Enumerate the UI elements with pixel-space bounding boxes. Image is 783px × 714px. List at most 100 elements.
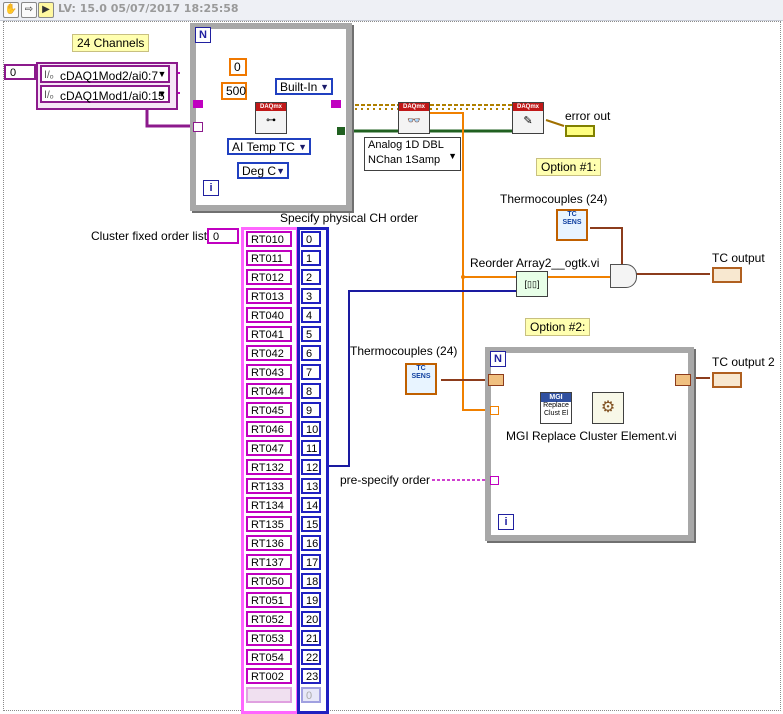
reorder-array-vi[interactable]: [▯▯] (516, 271, 548, 297)
cluster-order-element[interactable]: RT044 (246, 383, 292, 399)
loop-iteration-terminal-2: i (498, 514, 514, 530)
thermocouples-cluster-constant-2[interactable]: TC SENS (405, 363, 437, 395)
cluster-order-element[interactable]: RT136 (246, 535, 292, 551)
physical-order-element[interactable]: 13 (301, 478, 321, 494)
physical-order-element[interactable]: 6 (301, 345, 321, 361)
loop-count-terminal[interactable]: N (195, 27, 211, 43)
physical-order-empty-element[interactable]: 0 (301, 687, 321, 703)
top-for-loop[interactable] (190, 23, 352, 211)
cluster-order-element[interactable]: RT043 (246, 364, 292, 380)
order-wire (323, 290, 516, 467)
physical-order-element[interactable]: 12 (301, 459, 321, 475)
physical-order-element[interactable]: 15 (301, 516, 321, 532)
dropdown-icon[interactable]: ▼ (157, 69, 167, 79)
loop-count-terminal-2[interactable]: N (490, 351, 506, 367)
mgi-replace-cluster-element-vi[interactable]: MGI Replace Clust El (540, 392, 572, 424)
option1-title: Option #1: (536, 158, 602, 176)
cluster-order-element[interactable]: RT047 (246, 440, 292, 456)
physical-order-element[interactable]: 1 (301, 250, 321, 266)
unbundle-bundle-node[interactable] (610, 264, 637, 288)
thermocouples-cluster-constant-1[interactable]: TC SENS (556, 209, 588, 241)
cluster-order-element[interactable]: RT053 (246, 630, 292, 646)
operate-hand-icon[interactable]: ✋ (3, 2, 19, 18)
physical-order-element[interactable]: 23 (301, 668, 321, 684)
highlight-bulb-icon[interactable]: ▶ (38, 2, 54, 18)
read-mode-selector[interactable]: Analog 1D DBL NChan 1Samp ▼ (364, 137, 461, 171)
dropdown-icon[interactable]: ▼ (157, 89, 167, 99)
cluster-order-element[interactable]: RT011 (246, 250, 292, 266)
channel-control-1[interactable]: Ⅰ/ₒ cDAQ1Mod2/ai0:7 ▼ (40, 65, 170, 83)
physical-order-element[interactable]: 3 (301, 288, 321, 304)
shift-register-right[interactable] (331, 100, 341, 108)
cluster-order-element[interactable]: RT051 (246, 592, 292, 608)
daqmx-read-vi[interactable]: DAQmx 👓 (398, 102, 430, 134)
shift-register-left-2[interactable] (488, 374, 504, 386)
physical-order-element[interactable]: 8 (301, 383, 321, 399)
cluster-order-element[interactable]: RT135 (246, 516, 292, 532)
cluster-order-element[interactable]: RT042 (246, 345, 292, 361)
physical-order-element[interactable]: 17 (301, 554, 321, 570)
cluster-order-element[interactable]: RT013 (246, 288, 292, 304)
physical-order-element[interactable]: 16 (301, 535, 321, 551)
error-out-label: error out (565, 109, 611, 123)
shift-register-right-2[interactable] (675, 374, 691, 386)
physical-order-label: Specify physical CH order (280, 211, 419, 225)
cluster-order-element[interactable]: RT133 (246, 478, 292, 494)
physical-order-element[interactable]: 4 (301, 307, 321, 323)
physical-order-element[interactable]: 5 (301, 326, 321, 342)
max-value-constant[interactable]: 500 (221, 82, 247, 100)
cluster-order-element[interactable]: RT045 (246, 402, 292, 418)
dropdown-icon[interactable]: ▼ (276, 166, 285, 176)
thermocouple-icon: ⊶ (266, 115, 276, 126)
physical-order-element[interactable]: 19 (301, 592, 321, 608)
min-value-constant[interactable]: 0 (229, 58, 247, 76)
physical-order-element[interactable]: 10 (301, 421, 321, 437)
cluster-order-element[interactable]: RT012 (246, 269, 292, 285)
shift-register-left[interactable] (193, 100, 203, 108)
run-arrow-icon[interactable]: ⇨ (21, 2, 37, 18)
tc-output-label: TC output (712, 251, 765, 265)
physical-order-element[interactable]: 21 (301, 630, 321, 646)
daqmx-create-channel-vi[interactable]: DAQmx ⊶ (255, 102, 287, 134)
physical-order-element[interactable]: 2 (301, 269, 321, 285)
cluster-order-element[interactable]: RT134 (246, 497, 292, 513)
tc-output-2-label: TC output 2 (712, 355, 775, 369)
units-ring[interactable]: Deg C▼ (237, 162, 289, 179)
cluster-order-empty-element[interactable] (246, 687, 292, 703)
physical-order-element[interactable]: 0 (301, 231, 321, 247)
physical-order-element[interactable]: 14 (301, 497, 321, 513)
measurement-type-ring[interactable]: AI Temp TC▼ (227, 138, 311, 155)
cluster-gear-icon: ⚙ (600, 399, 616, 416)
cluster-order-element[interactable]: RT002 (246, 668, 292, 684)
tc1-cluster-wire (590, 227, 623, 265)
cluster-order-element[interactable]: RT046 (246, 421, 292, 437)
cjc-source-ring[interactable]: Built-In▼ (275, 78, 333, 95)
prespecify-order-label: pre-specify order (340, 473, 431, 487)
cluster-order-element[interactable]: RT010 (246, 231, 292, 247)
dropdown-icon[interactable]: ▼ (448, 151, 457, 161)
bottom-for-loop[interactable] (485, 347, 694, 541)
channel-control-2[interactable]: Ⅰ/ₒ cDAQ1Mod1/ai0:15 ▼ (40, 85, 170, 103)
wire-junction-dot (461, 275, 465, 279)
physical-order-element[interactable]: 22 (301, 649, 321, 665)
dropdown-icon[interactable]: ▼ (320, 82, 329, 92)
physical-order-element[interactable]: 18 (301, 573, 321, 589)
physical-order-element[interactable]: 20 (301, 611, 321, 627)
option2-title: Option #2: (525, 318, 591, 336)
cluster-list-index[interactable]: 0 (207, 228, 239, 244)
cluster-order-element[interactable]: RT041 (246, 326, 292, 342)
physical-order-element[interactable]: 11 (301, 440, 321, 456)
cluster-order-element[interactable]: RT052 (246, 611, 292, 627)
cluster-order-element[interactable]: RT050 (246, 573, 292, 589)
cluster-order-element[interactable]: RT137 (246, 554, 292, 570)
physical-order-element[interactable]: 7 (301, 364, 321, 380)
dropdown-icon[interactable]: ▼ (298, 142, 307, 152)
bundle-array-vi[interactable]: ⚙ (592, 392, 624, 424)
cluster-order-element[interactable]: RT054 (246, 649, 292, 665)
physical-order-element[interactable]: 9 (301, 402, 321, 418)
daqmx-clear-task-vi[interactable]: DAQmx ✎ (512, 102, 544, 134)
cluster-order-element[interactable]: RT132 (246, 459, 292, 475)
cluster-order-element[interactable]: RT040 (246, 307, 292, 323)
io-icon: Ⅰ/ₒ (44, 90, 54, 101)
channels-index[interactable]: 0 (4, 64, 36, 80)
